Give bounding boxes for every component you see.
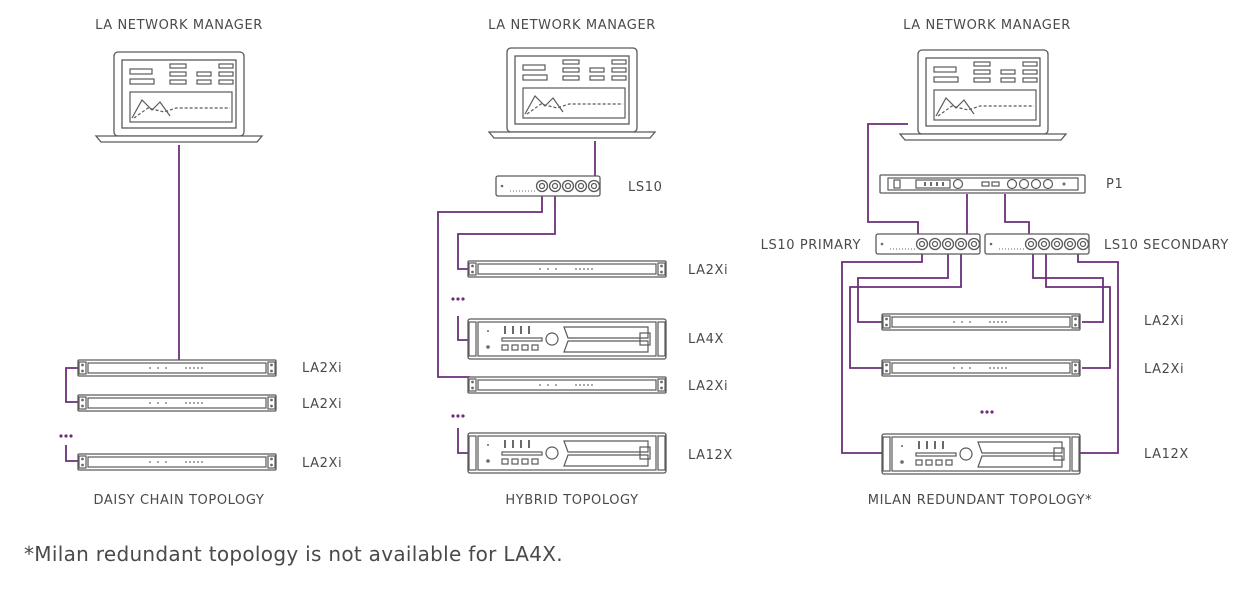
amplifier-1u-icon [77, 394, 277, 412]
network-cable [857, 252, 949, 323]
amplifier-2u-icon [881, 433, 1081, 475]
network-cable [457, 428, 470, 454]
amplifier-2u-icon [467, 318, 667, 360]
network-cable [65, 445, 80, 462]
manager-label: LA NETWORK MANAGER [488, 18, 656, 33]
device-label: LA2Xi [302, 456, 342, 471]
amplifier-1u-icon [467, 376, 667, 394]
amplifier-2u-icon [467, 432, 667, 474]
topology-caption: DAISY CHAIN TOPOLOGY [94, 493, 265, 508]
network-switch-icon [495, 175, 601, 197]
milan-redundant-topology: LA NETWORK MANAGER P1 LS10 PRIMARY LS10 … [761, 18, 1229, 508]
device-label: LA2Xi [302, 361, 342, 376]
network-cable [437, 188, 543, 378]
continuation-dots [451, 297, 465, 301]
continuation-dots [451, 414, 465, 418]
laptop-icon [488, 47, 656, 139]
device-label: LA12X [688, 448, 733, 463]
device-label: LA4X [688, 332, 724, 347]
manager-label: LA NETWORK MANAGER [95, 18, 263, 33]
amplifier-1u-icon [77, 453, 277, 471]
network-cable [457, 188, 556, 270]
processor-icon [879, 174, 1086, 194]
network-cable [1045, 252, 1111, 369]
hybrid-topology: LA NETWORK MANAGER LS10 LA2Xi LA4X LA2Xi… [437, 18, 733, 508]
manager-label: LA NETWORK MANAGER [903, 18, 1071, 33]
network-cable [457, 316, 470, 341]
device-label: LA2Xi [688, 379, 728, 394]
amplifier-1u-icon [77, 359, 277, 377]
laptop-icon [899, 49, 1067, 141]
network-cable [841, 252, 923, 454]
switch-label: LS10 SECONDARY [1104, 238, 1229, 253]
device-label: LA2Xi [688, 263, 728, 278]
network-cable [1004, 194, 1030, 236]
laptop-icon [95, 51, 263, 143]
amplifier-1u-icon [881, 313, 1081, 331]
device-label: LA2Xi [1144, 314, 1184, 329]
continuation-dots [59, 434, 73, 438]
network-cable [849, 252, 962, 369]
network-cable [867, 123, 919, 236]
network-cable [1077, 252, 1119, 454]
switch-label: LS10 [628, 180, 662, 195]
device-label: LA2Xi [302, 397, 342, 412]
network-switch-icon [984, 233, 1090, 255]
amplifier-1u-icon [881, 359, 1081, 377]
continuation-dots [980, 410, 994, 414]
network-switch-icon [875, 233, 981, 255]
network-cable [65, 367, 80, 403]
device-label: LA12X [1144, 447, 1189, 462]
switch-label: LS10 PRIMARY [761, 238, 861, 253]
device-label: LA2Xi [1144, 362, 1184, 377]
network-cable [1032, 252, 1104, 323]
daisy-chain-topology: LA NETWORK MANAGER LA2Xi LA2Xi LA2Xi DAI… [59, 18, 342, 508]
amplifier-1u-icon [467, 260, 667, 278]
topology-caption: MILAN REDUNDANT TOPOLOGY* [868, 493, 1092, 508]
processor-label: P1 [1106, 177, 1123, 192]
topology-caption: HYBRID TOPOLOGY [505, 493, 638, 508]
footnote: *Milan redundant topology is not availab… [24, 542, 563, 566]
